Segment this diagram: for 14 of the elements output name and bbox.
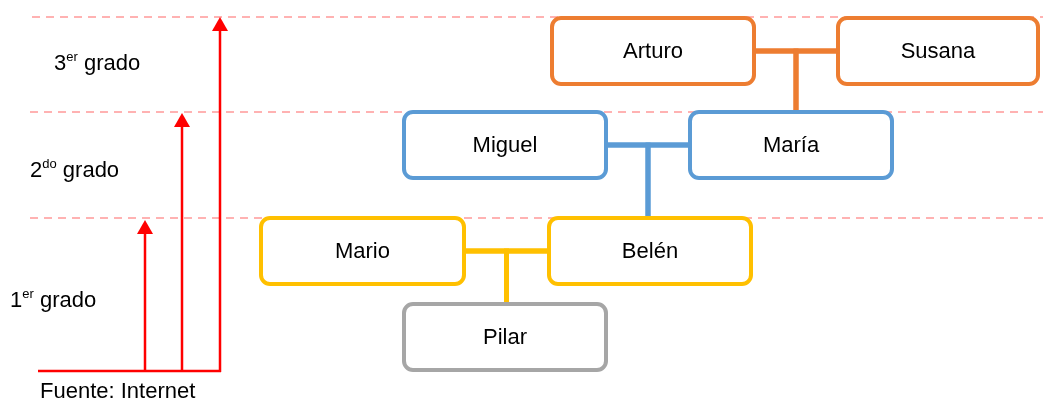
person-box: Miguel [402,110,608,180]
connector-line [793,48,838,112]
connector-line [504,248,549,304]
connector-line [645,142,690,218]
degree-label: 1$^{er}$ grado [10,287,97,313]
person-box: Susana [836,16,1040,86]
person-box: Arturo [550,16,756,86]
degree-label: 3$^{er}$ grado [54,50,141,76]
person-box: Belén [547,216,753,286]
degree-label: 2$^{do}$ grado [30,157,120,183]
person-box: Pilar [402,302,608,372]
person-box: Mario [259,216,466,286]
person-box: María [688,110,894,180]
source-note: Fuente: Internet [40,378,196,404]
